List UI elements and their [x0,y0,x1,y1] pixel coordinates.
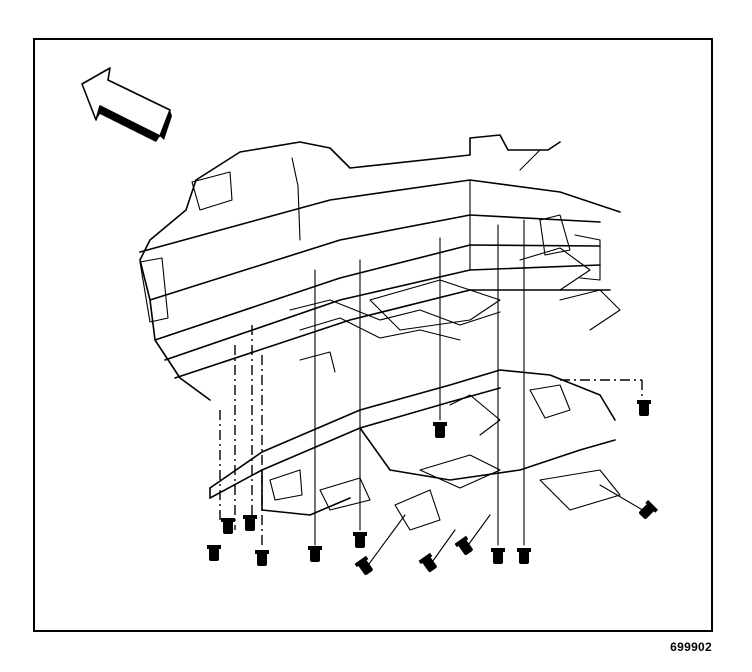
figure-number: 699902 [670,640,712,654]
frame-crossmembers [289,214,621,373]
lower-air-deflector [209,369,621,531]
fastener-bolt-icon [207,400,659,575]
vehicle-body [139,134,621,401]
front-arrow-icon [81,67,172,142]
angled-fastener-leaders [365,484,647,569]
figure-frame [33,38,713,632]
fastener-leader-lines [314,219,525,546]
